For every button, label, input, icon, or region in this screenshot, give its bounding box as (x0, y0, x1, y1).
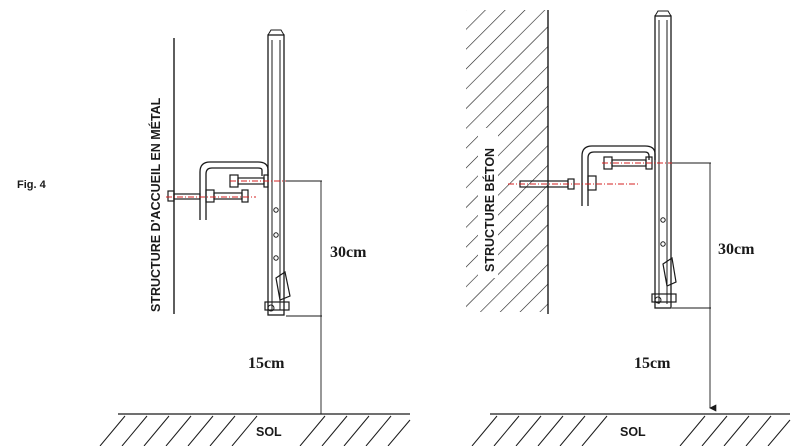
concrete-structure-label: STRUCTURE BÉTON (482, 148, 497, 272)
right-ground-label: SOL (620, 425, 646, 439)
left-lower-bolt (167, 189, 249, 203)
left-fall-arrester (264, 271, 291, 312)
left-ground-hatch (99, 415, 411, 446)
metal-structure-label: STRUCTURE D'ACCUEIL EN MÉTAL (148, 97, 163, 312)
right-u-bracket (581, 145, 656, 206)
figure-label: Fig. 4 (17, 179, 47, 191)
right-ground-hatch (471, 415, 791, 446)
left-dim-upper-label: 30cm (330, 244, 367, 261)
right-panel: STRUCTURE BÉTON (466, 10, 791, 446)
right-dim-lower-label: 15cm (634, 355, 671, 372)
right-fall-arrester (651, 256, 677, 304)
left-panel: STRUCTURE D'ACCUEIL EN MÉTAL (99, 29, 411, 446)
left-rail (267, 29, 285, 316)
right-dim-upper-label: 30cm (718, 241, 755, 258)
left-ground-label: SOL (256, 425, 282, 439)
left-u-bracket (199, 161, 269, 220)
right-rail (654, 10, 672, 309)
left-dim-lower-label: 15cm (248, 355, 285, 372)
